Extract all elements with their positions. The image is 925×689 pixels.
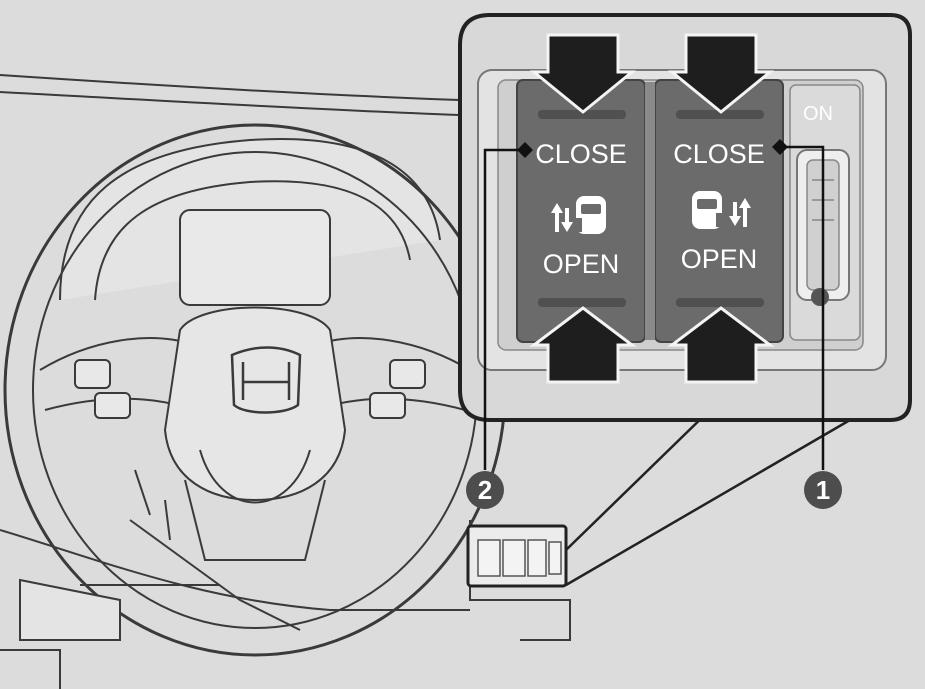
callout-1-number: 1	[816, 475, 830, 505]
left-open-arrow-icon	[529, 306, 637, 384]
zoom-lines	[565, 404, 851, 587]
callout-2-badge: 2	[466, 471, 504, 509]
push-close-arrows	[529, 33, 775, 114]
callout-leaders	[483, 145, 825, 470]
driver-side-sliding-door-icon	[551, 196, 606, 234]
steering-wheel-emblem	[230, 346, 302, 414]
callout-2-number: 2	[478, 475, 492, 505]
left-close-arrow-icon	[529, 33, 637, 114]
left-open-label: OPEN	[543, 249, 620, 279]
right-close-label: CLOSE	[673, 139, 765, 169]
callout-1-badge: 1	[804, 471, 842, 509]
passenger-side-sliding-door-icon	[692, 191, 751, 229]
right-open-arrow-icon	[667, 306, 775, 384]
sliding-door-switch-panel	[466, 524, 568, 588]
right-open-label: OPEN	[681, 244, 758, 274]
dashboard-line-art	[0, 74, 571, 689]
callout-diamonds	[517, 139, 788, 158]
right-close-arrow-icon	[667, 33, 775, 114]
on-label: ON	[803, 103, 833, 125]
inset-callout: ON CLOSE OPEN CLOSE OPEN	[458, 13, 912, 422]
push-open-arrows	[529, 306, 775, 384]
left-close-label: CLOSE	[535, 139, 627, 169]
